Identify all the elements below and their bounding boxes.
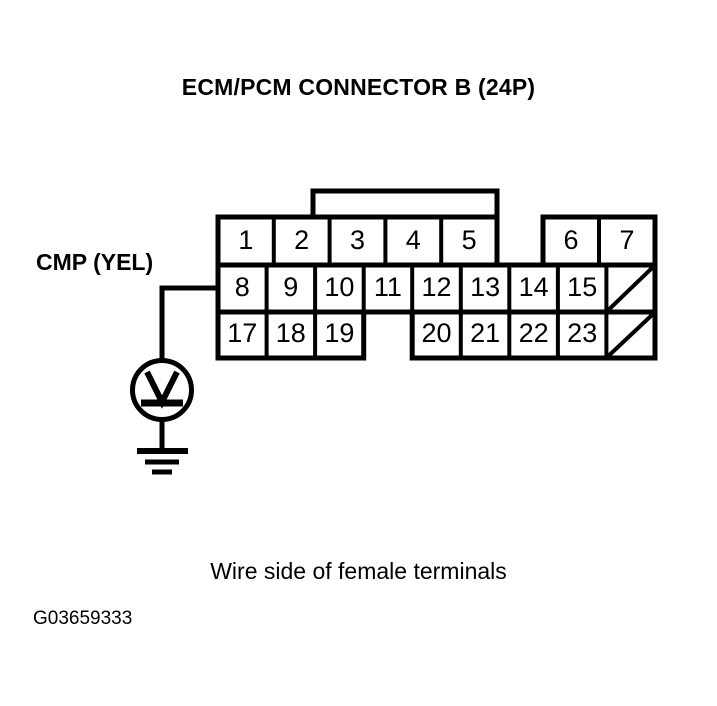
top-tab-outline <box>310 188 500 220</box>
pin-cell-4: 4 <box>406 225 421 255</box>
figure-caption: Wire side of female terminals <box>210 558 507 584</box>
pin-cell-9: 9 <box>283 272 298 302</box>
pin-cell-6: 6 <box>563 225 578 255</box>
pin-cell-1: 1 <box>238 225 253 255</box>
probe-wire-label: CMP (YEL) <box>36 249 154 275</box>
pin-cell-7: 7 <box>619 225 634 255</box>
pin-cell-13: 13 <box>470 272 500 302</box>
pin-cell-14: 14 <box>519 272 549 302</box>
page-title: ECM/PCM CONNECTOR B (24P) <box>181 74 536 100</box>
voltmeter-circle <box>130 358 194 422</box>
connector-row-1-left: 1 2 3 4 5 <box>215 214 500 268</box>
ground-symbol <box>137 419 188 475</box>
voltmeter-icon <box>130 358 194 422</box>
pin-cell-10: 10 <box>324 272 354 302</box>
figure-id-label: G03659333 <box>33 608 133 629</box>
pin-cell-17: 17 <box>227 318 257 348</box>
pin-cell-11: 11 <box>374 272 402 302</box>
pin-cell-12: 12 <box>421 272 451 302</box>
pin-cell-23: 23 <box>567 318 597 348</box>
pin-cell-20: 20 <box>421 318 451 348</box>
connector-top-tab <box>310 188 500 220</box>
row3-blank-cell-diagonal <box>607 312 655 358</box>
pin-cell-8: 8 <box>235 272 250 302</box>
connector-row-1-right: 6 7 <box>540 214 658 268</box>
pin-cell-3: 3 <box>350 225 365 255</box>
pin-cell-5: 5 <box>462 225 477 255</box>
pin-cell-19: 19 <box>324 318 354 348</box>
pin-cell-18: 18 <box>276 318 306 348</box>
pin-cell-15: 15 <box>567 272 597 302</box>
pin-cell-2: 2 <box>294 225 309 255</box>
connector-row-3-right: 20 21 22 23 <box>409 309 658 361</box>
probe-wire-path <box>159 285 218 361</box>
connector-row-2: 8 9 10 11 12 13 14 15 <box>215 262 658 315</box>
pin-cell-21: 21 <box>470 318 500 348</box>
connector-row-3-left: 17 18 19 <box>215 309 367 361</box>
pin-cell-22: 22 <box>519 318 549 348</box>
row2-blank-cell-diagonal <box>607 265 655 312</box>
row3-left-outline <box>215 309 367 361</box>
probe-wire <box>159 285 218 361</box>
